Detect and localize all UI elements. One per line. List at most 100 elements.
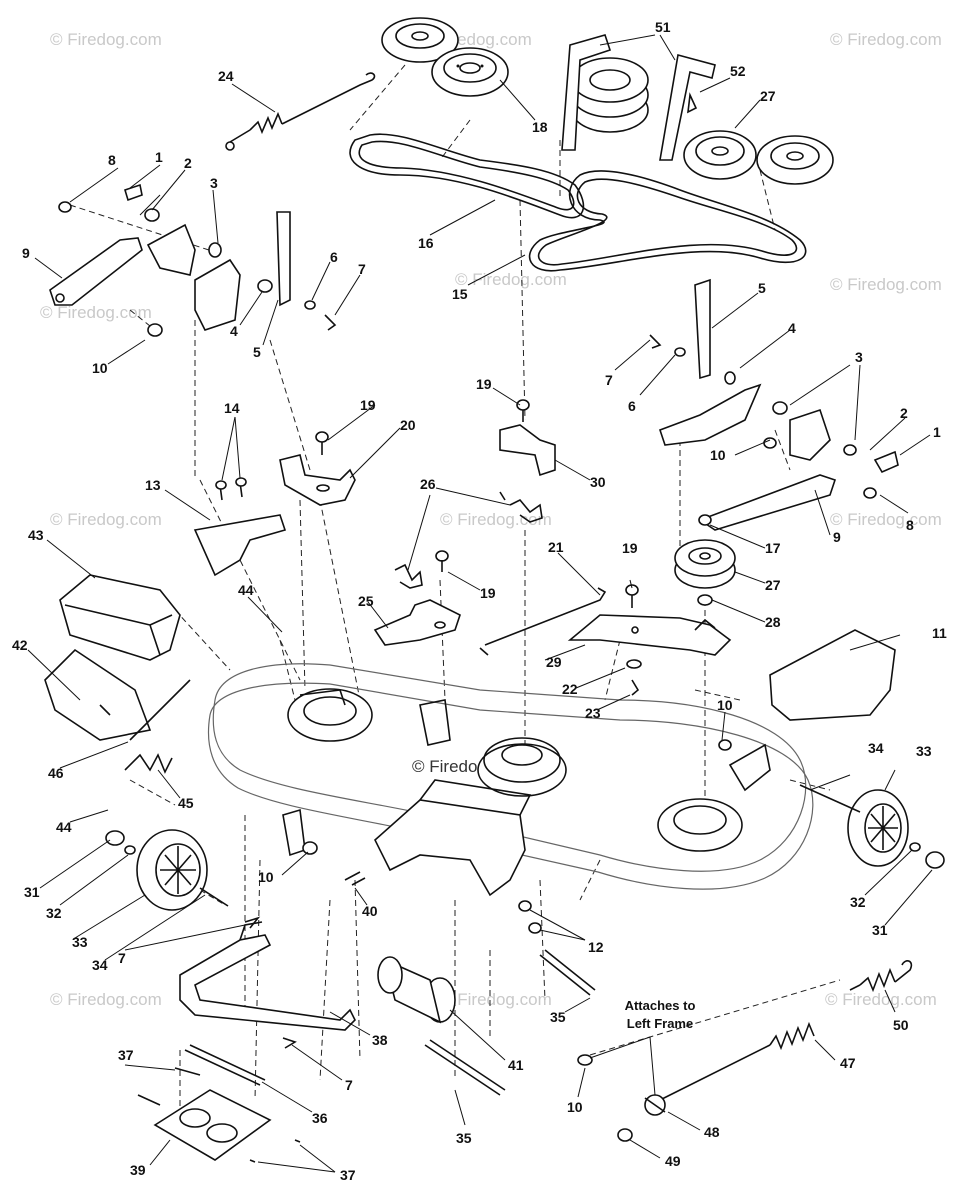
rod-35-bottom xyxy=(424,1039,506,1096)
part-label-48: 48 xyxy=(704,1124,720,1140)
part-label-30: 30 xyxy=(590,474,606,490)
part-label-27: 27 xyxy=(765,577,781,593)
bolt-19d xyxy=(625,584,639,608)
bracket-25 xyxy=(373,599,461,646)
pin-7-lower xyxy=(244,916,297,1049)
watermark: © Firedog.com xyxy=(40,303,152,322)
part-label-24: 24 xyxy=(218,68,234,84)
spring-26 xyxy=(499,491,543,523)
part-label-10: 10 xyxy=(92,360,108,376)
right-hanger-bracket-5 xyxy=(658,278,837,531)
watermark: © Firedog.com xyxy=(830,510,942,529)
part-label-41: 41 xyxy=(508,1057,524,1073)
part-label-34: 34 xyxy=(868,740,884,756)
part-label-5: 5 xyxy=(758,280,766,296)
part-label-50: 50 xyxy=(893,1017,909,1033)
part-label-33: 33 xyxy=(72,934,88,950)
part-label-19: 19 xyxy=(476,376,492,392)
part-label-12: 12 xyxy=(588,939,604,955)
part-label-22: 22 xyxy=(562,681,578,697)
idler-pulley-upper xyxy=(381,17,459,63)
leader-lines xyxy=(27,34,933,1173)
part-label-36: 36 xyxy=(312,1110,328,1126)
part-label-13: 13 xyxy=(145,477,161,493)
bolt-19c xyxy=(435,550,449,572)
spring-47-50 xyxy=(649,960,913,1106)
part-label-4: 4 xyxy=(230,323,238,339)
part-label-43: 43 xyxy=(28,527,44,543)
hanger-bracket-left-front xyxy=(282,808,318,857)
wheel-left xyxy=(105,829,229,911)
bolts-12 xyxy=(518,900,542,934)
part-label-23: 23 xyxy=(585,705,601,721)
idler-pulley-27 xyxy=(674,539,736,606)
part-label-6: 6 xyxy=(330,249,338,265)
part-label-1: 1 xyxy=(155,149,163,165)
part-label-37: 37 xyxy=(118,1047,134,1063)
part-label-2: 2 xyxy=(900,405,908,421)
idler-arm-29 xyxy=(567,614,732,656)
part-label-8: 8 xyxy=(906,517,914,533)
part-label-14: 14 xyxy=(224,400,240,416)
part-label-10: 10 xyxy=(567,1099,583,1115)
nut-49-washer-10 xyxy=(577,1054,633,1142)
part-label-35: 35 xyxy=(550,1009,566,1025)
bracket-30 xyxy=(499,424,556,477)
part-label-45: 45 xyxy=(178,795,194,811)
part-label-29: 29 xyxy=(546,654,562,670)
mower-deck-housing xyxy=(207,663,814,890)
part-label-28: 28 xyxy=(765,614,781,630)
idler-pulley-27-top xyxy=(683,130,757,180)
watermark: © Firedog.com xyxy=(455,270,567,289)
roller-41 xyxy=(377,956,456,1024)
part-label-31: 31 xyxy=(24,884,40,900)
watermark: © Firedog.com xyxy=(50,990,162,1009)
left-hanger-bracket-5 xyxy=(276,211,291,307)
part-label-34: 34 xyxy=(92,957,108,973)
part-label-19: 19 xyxy=(622,540,638,556)
shield-13 xyxy=(193,514,287,577)
idler-pulley-18 xyxy=(431,47,509,97)
rod-35-front xyxy=(539,949,596,996)
bracket-39 xyxy=(153,1089,272,1161)
part-label-44: 44 xyxy=(56,819,72,835)
part-label-11: 11 xyxy=(932,625,947,641)
part-label-49: 49 xyxy=(665,1153,681,1169)
idler-brackets-51 xyxy=(561,34,716,161)
part-label-35: 35 xyxy=(456,1130,472,1146)
watermark: © Firedog.com xyxy=(440,510,552,529)
part-label-27: 27 xyxy=(760,88,776,104)
assembly-guide-lines xyxy=(69,64,841,1110)
watermark: © Firedog.com xyxy=(50,30,162,49)
part-label-19: 19 xyxy=(360,397,376,413)
part-label-6: 6 xyxy=(628,398,636,414)
bracket-20 xyxy=(279,454,356,506)
part-label-38: 38 xyxy=(372,1032,388,1048)
bolt-19b xyxy=(516,399,530,422)
part-label-42: 42 xyxy=(12,637,28,653)
spring-24 xyxy=(225,72,376,151)
part-label-20: 20 xyxy=(400,417,416,433)
belt-16 xyxy=(349,133,585,219)
part-label-3: 3 xyxy=(210,175,218,191)
part-label-17: 17 xyxy=(765,540,781,556)
part-label-9: 9 xyxy=(22,245,30,261)
part-label-18: 18 xyxy=(532,119,548,135)
left-lift-arm xyxy=(49,223,241,331)
watermark: © Firedog.com xyxy=(825,990,937,1009)
part-label-4: 4 xyxy=(788,320,796,336)
part-label-15: 15 xyxy=(452,286,468,302)
watermark: © Firedog.com xyxy=(830,275,942,294)
screws-37 xyxy=(137,1067,301,1163)
discharge-chute-43 xyxy=(59,574,181,661)
bolt-19a xyxy=(315,431,329,455)
part-label-33: 33 xyxy=(916,743,932,759)
part-label-39: 39 xyxy=(130,1162,146,1178)
deflector-42 xyxy=(44,648,152,741)
hitch-frame-38 xyxy=(179,921,356,1031)
rod-36 xyxy=(184,1044,266,1086)
front-hitch-bracket xyxy=(374,779,532,897)
part-label-26: 26 xyxy=(420,476,436,492)
part-label-51: 51 xyxy=(655,19,671,35)
